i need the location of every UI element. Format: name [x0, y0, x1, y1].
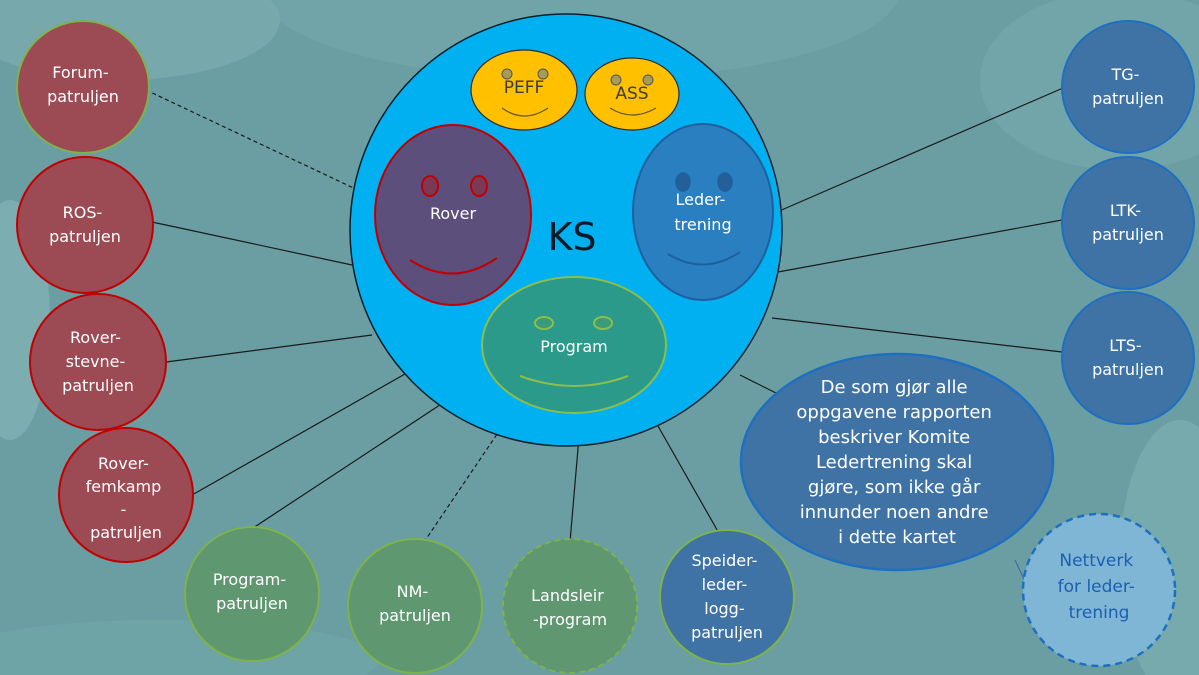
ass-label: ASS: [615, 84, 648, 104]
rover-face: Rover: [374, 124, 532, 306]
ks-label: KS: [547, 215, 596, 259]
tg-patrol-label: TG- patruljen: [1092, 65, 1164, 108]
program-face: Program: [481, 276, 667, 414]
connector-forum: [145, 89, 363, 193]
programpatruljen-patrol: Program- patruljen: [184, 526, 320, 662]
lts-patrol: LTS- patruljen: [1061, 291, 1195, 425]
ledertrening-eye-left: [675, 172, 691, 192]
ltk-patrol: LTK- patruljen: [1061, 156, 1195, 290]
ledertrening-smile: [667, 251, 741, 266]
connector-nm: [419, 414, 511, 549]
description-bubble: De som gjør alle oppgavene rapporten bes…: [739, 352, 1055, 572]
roverfemkamp-patrol-label: Rover- femkamp - patruljen: [86, 454, 167, 542]
roverfemkamp-patrol: Rover- femkamp - patruljen: [58, 427, 194, 563]
forum-patrol-label: Forum- patruljen: [47, 63, 119, 106]
rover-label: Rover: [430, 204, 477, 223]
peff-smile: [501, 107, 549, 117]
peff-face: PEFF: [470, 49, 578, 131]
ledertrening-face: Leder- trening: [632, 123, 774, 301]
connector-tg: [769, 84, 1071, 216]
tg-patrol: TG- patruljen: [1061, 20, 1195, 154]
speiderlederlogg-patrol: Speider- leder- logg- patruljen: [659, 529, 795, 665]
network-text: Nettverk for leder- trening: [1058, 551, 1141, 623]
ros-patrol: ROS- patruljen: [16, 156, 154, 294]
connector-ros: [151, 221, 353, 266]
ass-face: ASS: [584, 57, 680, 131]
connector-roverfemkamp: [191, 369, 413, 496]
ks-center: KS: [349, 13, 783, 447]
program-label: Program: [540, 337, 608, 356]
program-eye-right: [593, 316, 613, 330]
network-bubble: Nettverk for leder- trening: [1021, 512, 1177, 668]
peff-label: PEFF: [504, 78, 545, 98]
connector-roverstevne: [165, 334, 373, 363]
roverstevne-patrol-label: Rover- stevne- patruljen: [62, 328, 134, 395]
connector-ltk: [777, 219, 1063, 273]
roverstevne-patrol: Rover- stevne- patruljen: [29, 293, 167, 431]
ass-eye-right: [642, 74, 654, 86]
rover-smile: [409, 257, 498, 275]
forum-patrol: Forum- patruljen: [16, 20, 150, 154]
nm-patrol: NM- patruljen: [347, 538, 483, 674]
program-eye-left: [534, 316, 554, 330]
landsleir-patrol-label: Landsleir -program: [531, 586, 609, 629]
ass-smile: [609, 107, 657, 116]
ledertrening-label: Leder- trening: [674, 190, 731, 234]
lts-patrol-label: LTS- patruljen: [1092, 336, 1164, 379]
peff-eye-left: [501, 68, 513, 80]
ltk-patrol-label: LTK- patruljen: [1092, 201, 1164, 244]
rover-eye-right: [470, 175, 488, 197]
speiderlederlogg-patrol-label: Speider- leder- logg- patruljen: [691, 551, 763, 642]
programpatruljen-patrol-label: Program- patruljen: [213, 570, 291, 613]
nm-patrol-label: NM- patruljen: [379, 582, 451, 625]
ros-patrol-label: ROS- patruljen: [49, 203, 121, 246]
rover-eye-left: [421, 175, 439, 197]
ledertrening-eye-right: [717, 172, 733, 192]
program-smile: [519, 375, 629, 387]
peff-eye-right: [537, 68, 549, 80]
description-text: De som gjør alle oppgavene rapporten bes…: [796, 377, 997, 548]
ass-eye-left: [610, 74, 622, 86]
connector-lts: [771, 317, 1063, 353]
ks-circle: [349, 13, 783, 447]
landsleir-patrol: Landsleir -program: [502, 538, 638, 674]
connector-speiderlederlogg: [649, 411, 721, 536]
connector-description: [739, 374, 781, 396]
connector-programpatruljen: [249, 394, 456, 531]
